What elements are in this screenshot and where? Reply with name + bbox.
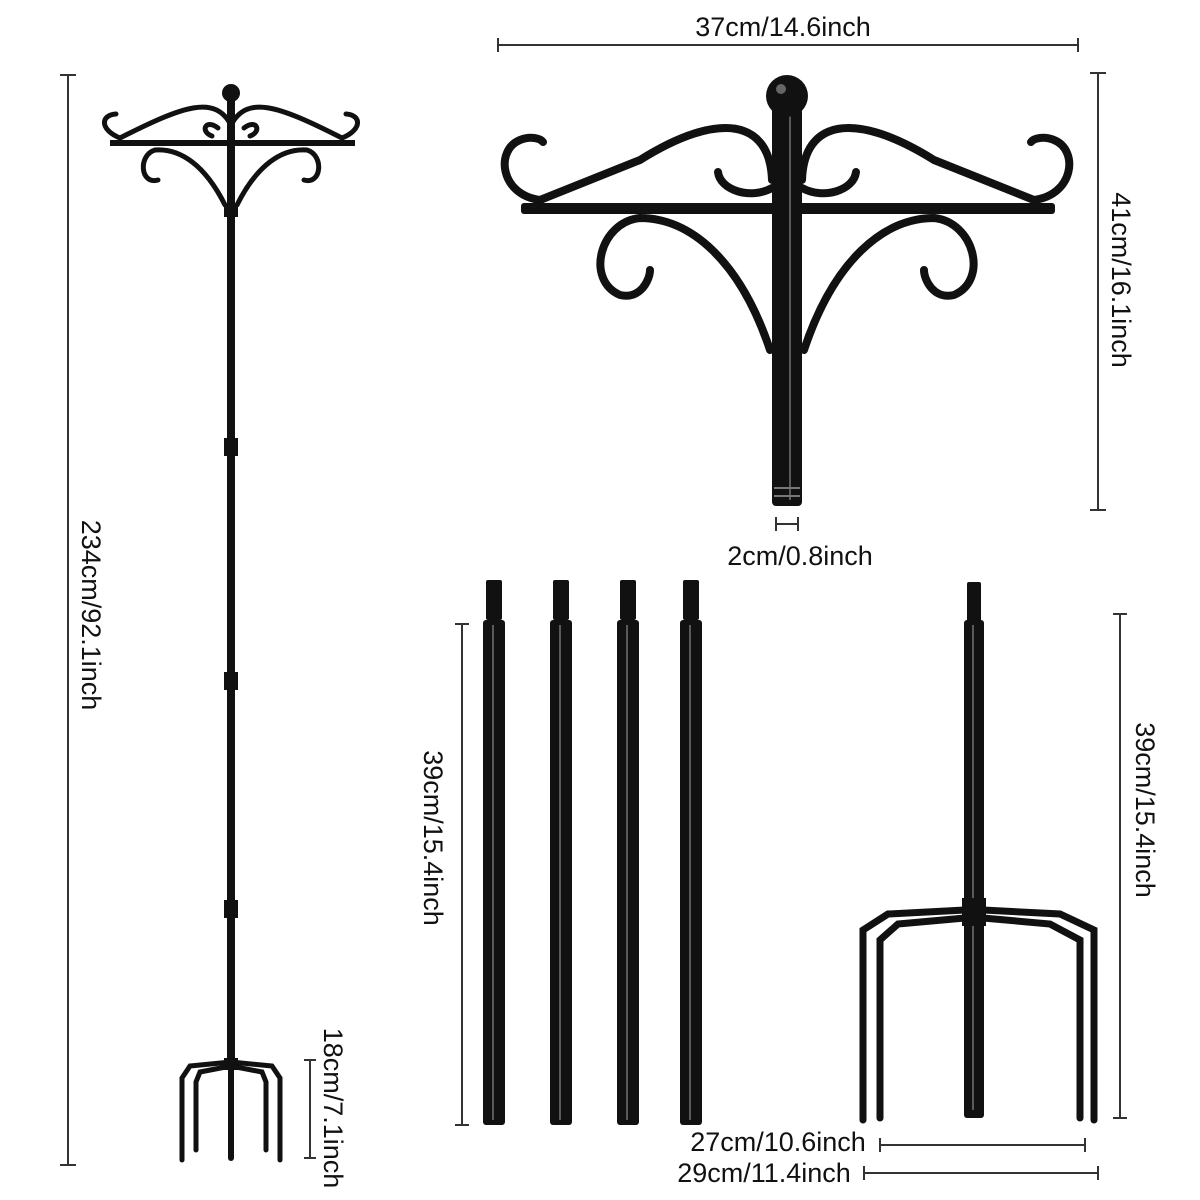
top-piece-upper-left-arm — [500, 124, 776, 205]
top-piece-inner-left-curl — [714, 168, 776, 198]
stake-prong-inner-right — [979, 914, 1084, 1122]
stake-length-label: 39cm/15.4inch — [1130, 722, 1160, 898]
pole-joint — [224, 438, 238, 456]
fork-prong-inner-left — [193, 1063, 234, 1153]
pole-length-dimension: 39cm/15.4inch — [418, 623, 469, 1126]
pole-segment — [617, 580, 639, 1125]
fork-prong-outer-left — [179, 1059, 234, 1163]
inner-left-curl — [202, 122, 221, 139]
pole-joint — [224, 205, 238, 217]
base-inner-width-label: 27cm/10.6inch — [690, 1127, 866, 1157]
pole-joint — [224, 900, 238, 918]
top-height-label: 41cm/16.1inch — [1106, 192, 1136, 368]
top-crossbar — [110, 140, 355, 146]
top-piece-lower-left-arm — [596, 213, 774, 354]
lower-left-arm — [140, 147, 228, 208]
top-piece-upper-right-arm — [798, 124, 1074, 205]
top-piece-inner-right-curl — [798, 168, 860, 198]
assembled-pole — [227, 98, 235, 1063]
upper-right-arm — [228, 104, 360, 141]
stake-prong-outer-right — [979, 906, 1098, 1124]
assembled-shepherd-hook — [102, 84, 360, 1163]
pole-joint — [224, 672, 238, 690]
finial-ball — [222, 84, 240, 102]
top-piece-finial — [766, 75, 808, 117]
prong-height-label: 18cm/7.1inch — [318, 1028, 348, 1189]
top-piece-post — [772, 108, 802, 506]
pole-segment — [483, 580, 505, 1125]
base-outer-width-dimension: 29cm/11.4inch — [677, 1158, 1099, 1188]
prong-height-dimension: 18cm/7.1inch — [304, 1028, 348, 1189]
stake-length-dimension: 39cm/15.4inch — [1113, 613, 1160, 1119]
fork-prong-inner-right — [228, 1063, 269, 1153]
hook-top-piece — [500, 75, 1074, 506]
pole-length-label: 39cm/15.4inch — [418, 750, 448, 926]
upper-left-arm — [102, 104, 234, 141]
inner-right-curl — [241, 122, 260, 139]
top-width-dimension: 37cm/14.6inch — [497, 12, 1079, 52]
base-inner-width-dimension: 27cm/10.6inch — [690, 1127, 1086, 1157]
lower-right-arm — [234, 147, 322, 208]
pole-diameter-dimension: 2cm/0.8inch — [727, 517, 873, 571]
fork-prong-outer-right — [228, 1059, 283, 1163]
total-height-dimension: 234cm/92.1inch — [60, 74, 106, 1166]
pole-segment — [680, 580, 702, 1125]
pole-diameter-label: 2cm/0.8inch — [727, 541, 873, 571]
stake-prong-inner-left — [876, 914, 969, 1122]
top-height-dimension: 41cm/16.1inch — [1090, 72, 1136, 511]
base-stake — [859, 582, 1098, 1124]
stake-prong-outer-left — [859, 906, 969, 1124]
pole-segment — [550, 580, 572, 1125]
top-width-label: 37cm/14.6inch — [695, 12, 871, 42]
base-outer-width-label: 29cm/11.4inch — [677, 1158, 851, 1188]
total-height-label: 234cm/92.1inch — [76, 520, 106, 711]
top-piece-lower-right-arm — [800, 213, 978, 354]
pole-segments — [483, 580, 702, 1125]
